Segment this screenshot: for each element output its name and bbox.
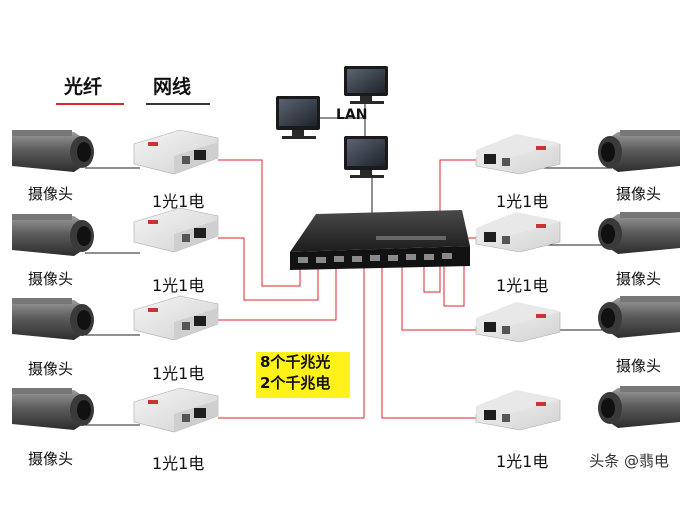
callout-fiber-ports: 8个千兆光 [260,353,331,371]
camera-icon [598,296,680,338]
media-converter-icon [133,129,219,175]
camera-cables [85,167,612,426]
camera-icon [12,130,94,172]
converter-label: 1光1电 [496,276,549,295]
converter-label: 1光1电 [496,192,549,211]
converter-label: 1光1电 [152,364,205,383]
converter-label: 1光1电 [152,192,205,211]
computer-icon [344,136,388,178]
camera-icon [12,298,94,340]
camera-icon [598,386,680,428]
converter-label: 1光1电 [152,454,205,473]
camera-label: 摄像头 [28,360,74,378]
camera-label: 摄像头 [616,185,662,203]
computer-icon [276,96,320,139]
port-callout: 8个千兆光 2个千兆电 [256,352,350,398]
converter-label: 1光1电 [496,452,549,471]
media-converter-icon [133,295,219,341]
lan-label: LAN [336,107,368,123]
camera-label: 摄像头 [616,270,662,288]
callout-copper-ports: 2个千兆电 [260,374,331,392]
converter-label: 1光1电 [152,276,205,295]
camera-icon [598,212,680,254]
camera-label: 摄像头 [28,270,74,288]
media-converter-icon [475,390,561,431]
media-converter-icon [475,302,561,343]
gigabit-switch [290,210,470,270]
fiber-links [218,159,478,419]
legend-cable-label: 网线 [153,76,192,98]
camera-icon [12,214,94,256]
media-converter-icon [133,207,219,253]
computer-icon [344,66,388,104]
camera-icon [598,130,680,172]
camera-label: 摄像头 [28,185,74,203]
media-converter-icon [475,134,561,175]
media-converter-icon [475,212,561,253]
camera-label: 摄像头 [616,357,662,375]
camera-label: 摄像头 [28,450,74,468]
legend-fiber-label: 光纤 [64,76,103,98]
media-converter-icon [133,387,219,433]
watermark: 头条 @翡电 [589,452,669,470]
camera-icon [12,388,94,430]
